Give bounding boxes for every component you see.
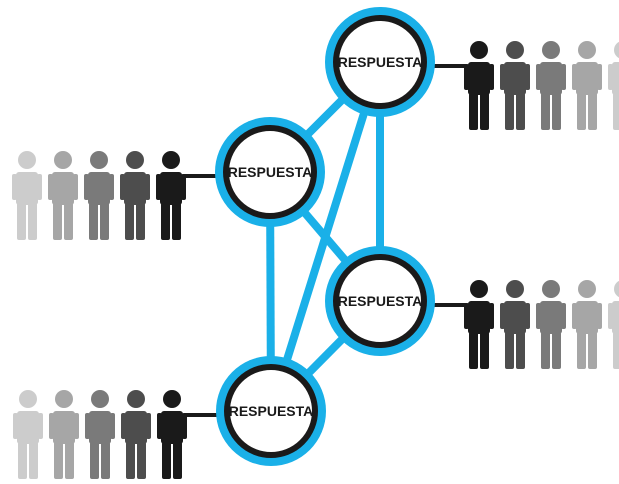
person-icon <box>500 280 530 369</box>
person-icon <box>608 280 619 369</box>
person-icon <box>536 41 566 130</box>
node-label: RESPUESTA <box>229 403 314 419</box>
node-circle <box>223 125 317 219</box>
person-icon <box>572 280 602 369</box>
person-icon <box>608 41 619 130</box>
person-icon <box>157 390 187 479</box>
person-icon <box>12 151 42 240</box>
node-top: RESPUESTA <box>325 7 435 117</box>
person-icon <box>85 390 115 479</box>
queue-top <box>433 41 619 130</box>
queue-left <box>12 151 217 240</box>
queue-bottom <box>13 390 218 479</box>
person-icon <box>120 151 150 240</box>
person-icon <box>84 151 114 240</box>
person-icon <box>48 151 78 240</box>
queue-right <box>433 280 619 369</box>
person-icon <box>49 390 79 479</box>
person-icon <box>500 41 530 130</box>
node-label: RESPUESTA <box>338 54 423 70</box>
node-right: RESPUESTA <box>325 246 435 356</box>
people-layer <box>12 41 619 479</box>
node-label: RESPUESTA <box>228 164 313 180</box>
person-icon <box>536 280 566 369</box>
person-icon <box>13 390 43 479</box>
node-left: RESPUESTA <box>215 117 325 227</box>
person-icon <box>464 280 494 369</box>
person-icon <box>121 390 151 479</box>
node-bottom: RESPUESTA <box>216 356 326 466</box>
nodes-layer: RESPUESTA RESPUESTA RESPUESTA RESPUESTA <box>215 7 435 466</box>
person-icon <box>156 151 186 240</box>
person-icon <box>464 41 494 130</box>
person-icon <box>572 41 602 130</box>
node-circle <box>333 15 427 109</box>
node-label: RESPUESTA <box>338 293 423 309</box>
node-circle <box>224 364 318 458</box>
node-circle <box>333 254 427 348</box>
